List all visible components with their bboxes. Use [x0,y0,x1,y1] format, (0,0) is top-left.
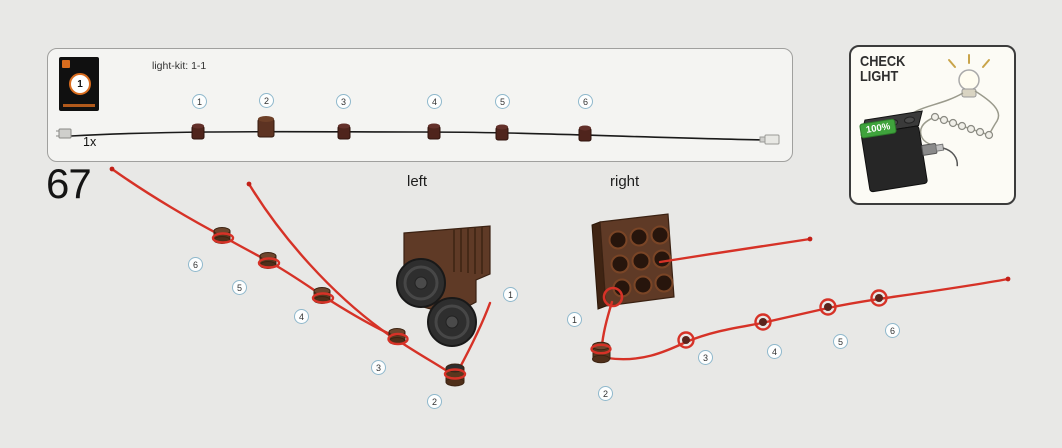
strip-plug-right [759,134,780,145]
left-callout-5: 5 [232,280,247,295]
right-callout-1: 1 [567,312,582,327]
left-wire-wraps [211,232,467,380]
strip-callout-4: 4 [427,94,442,109]
strip-callout-1: 1 [192,94,207,109]
package-number-circle: 1 [69,73,91,95]
strip-wire [70,130,768,141]
light-kit-package: 1 [59,57,99,111]
right-callout-3: 3 [698,350,713,365]
left-callout-4: 4 [294,309,309,324]
wire-end-dot [109,166,115,172]
right-assembly [591,213,675,310]
light-kit-strip-panel: 1 light-kit: 1-1 1x [47,48,793,162]
strip-callout-2: 2 [259,93,274,108]
wire-end-dot [1005,276,1011,282]
strip-bulbs [191,116,592,142]
left-callout-6: 6 [188,257,203,272]
wire-end-dot [807,236,813,242]
left-assembly [396,225,491,347]
strip-plug-left [56,128,72,139]
package-accent [62,60,70,68]
right-callout-6: 6 [885,323,900,338]
light-bulb-icon [948,54,990,98]
kit-strip-art [56,116,780,145]
check-title-line1: CHECK [860,53,906,70]
kit-label: light-kit: 1-1 [152,60,207,72]
step-number: 67 [46,160,92,207]
strip-callout-6: 6 [578,94,593,109]
right-inline-lights [677,289,888,349]
package-bottom-bar [63,104,95,107]
label-left: left [407,173,428,190]
check-light-title: CHECK LIGHT [860,54,905,84]
left-callout-3: 3 [371,360,386,375]
left-callout-1: 1 [503,287,518,302]
left-callout-2: 2 [427,394,442,409]
usb-plug-icon [921,142,938,156]
right-stud [592,341,611,364]
right-wire-wraps [590,286,624,355]
kit-quantity: 1x [83,135,97,149]
right-callout-5: 5 [833,334,848,349]
right-callout-2: 2 [598,386,613,401]
check-title-line2: LIGHT [860,68,899,85]
label-right: right [610,173,640,190]
strip-callout-5: 5 [495,94,510,109]
wire-end-dot [246,181,252,187]
check-inline-lights [930,112,994,140]
right-callout-4: 4 [767,344,782,359]
strip-callout-3: 3 [336,94,351,109]
